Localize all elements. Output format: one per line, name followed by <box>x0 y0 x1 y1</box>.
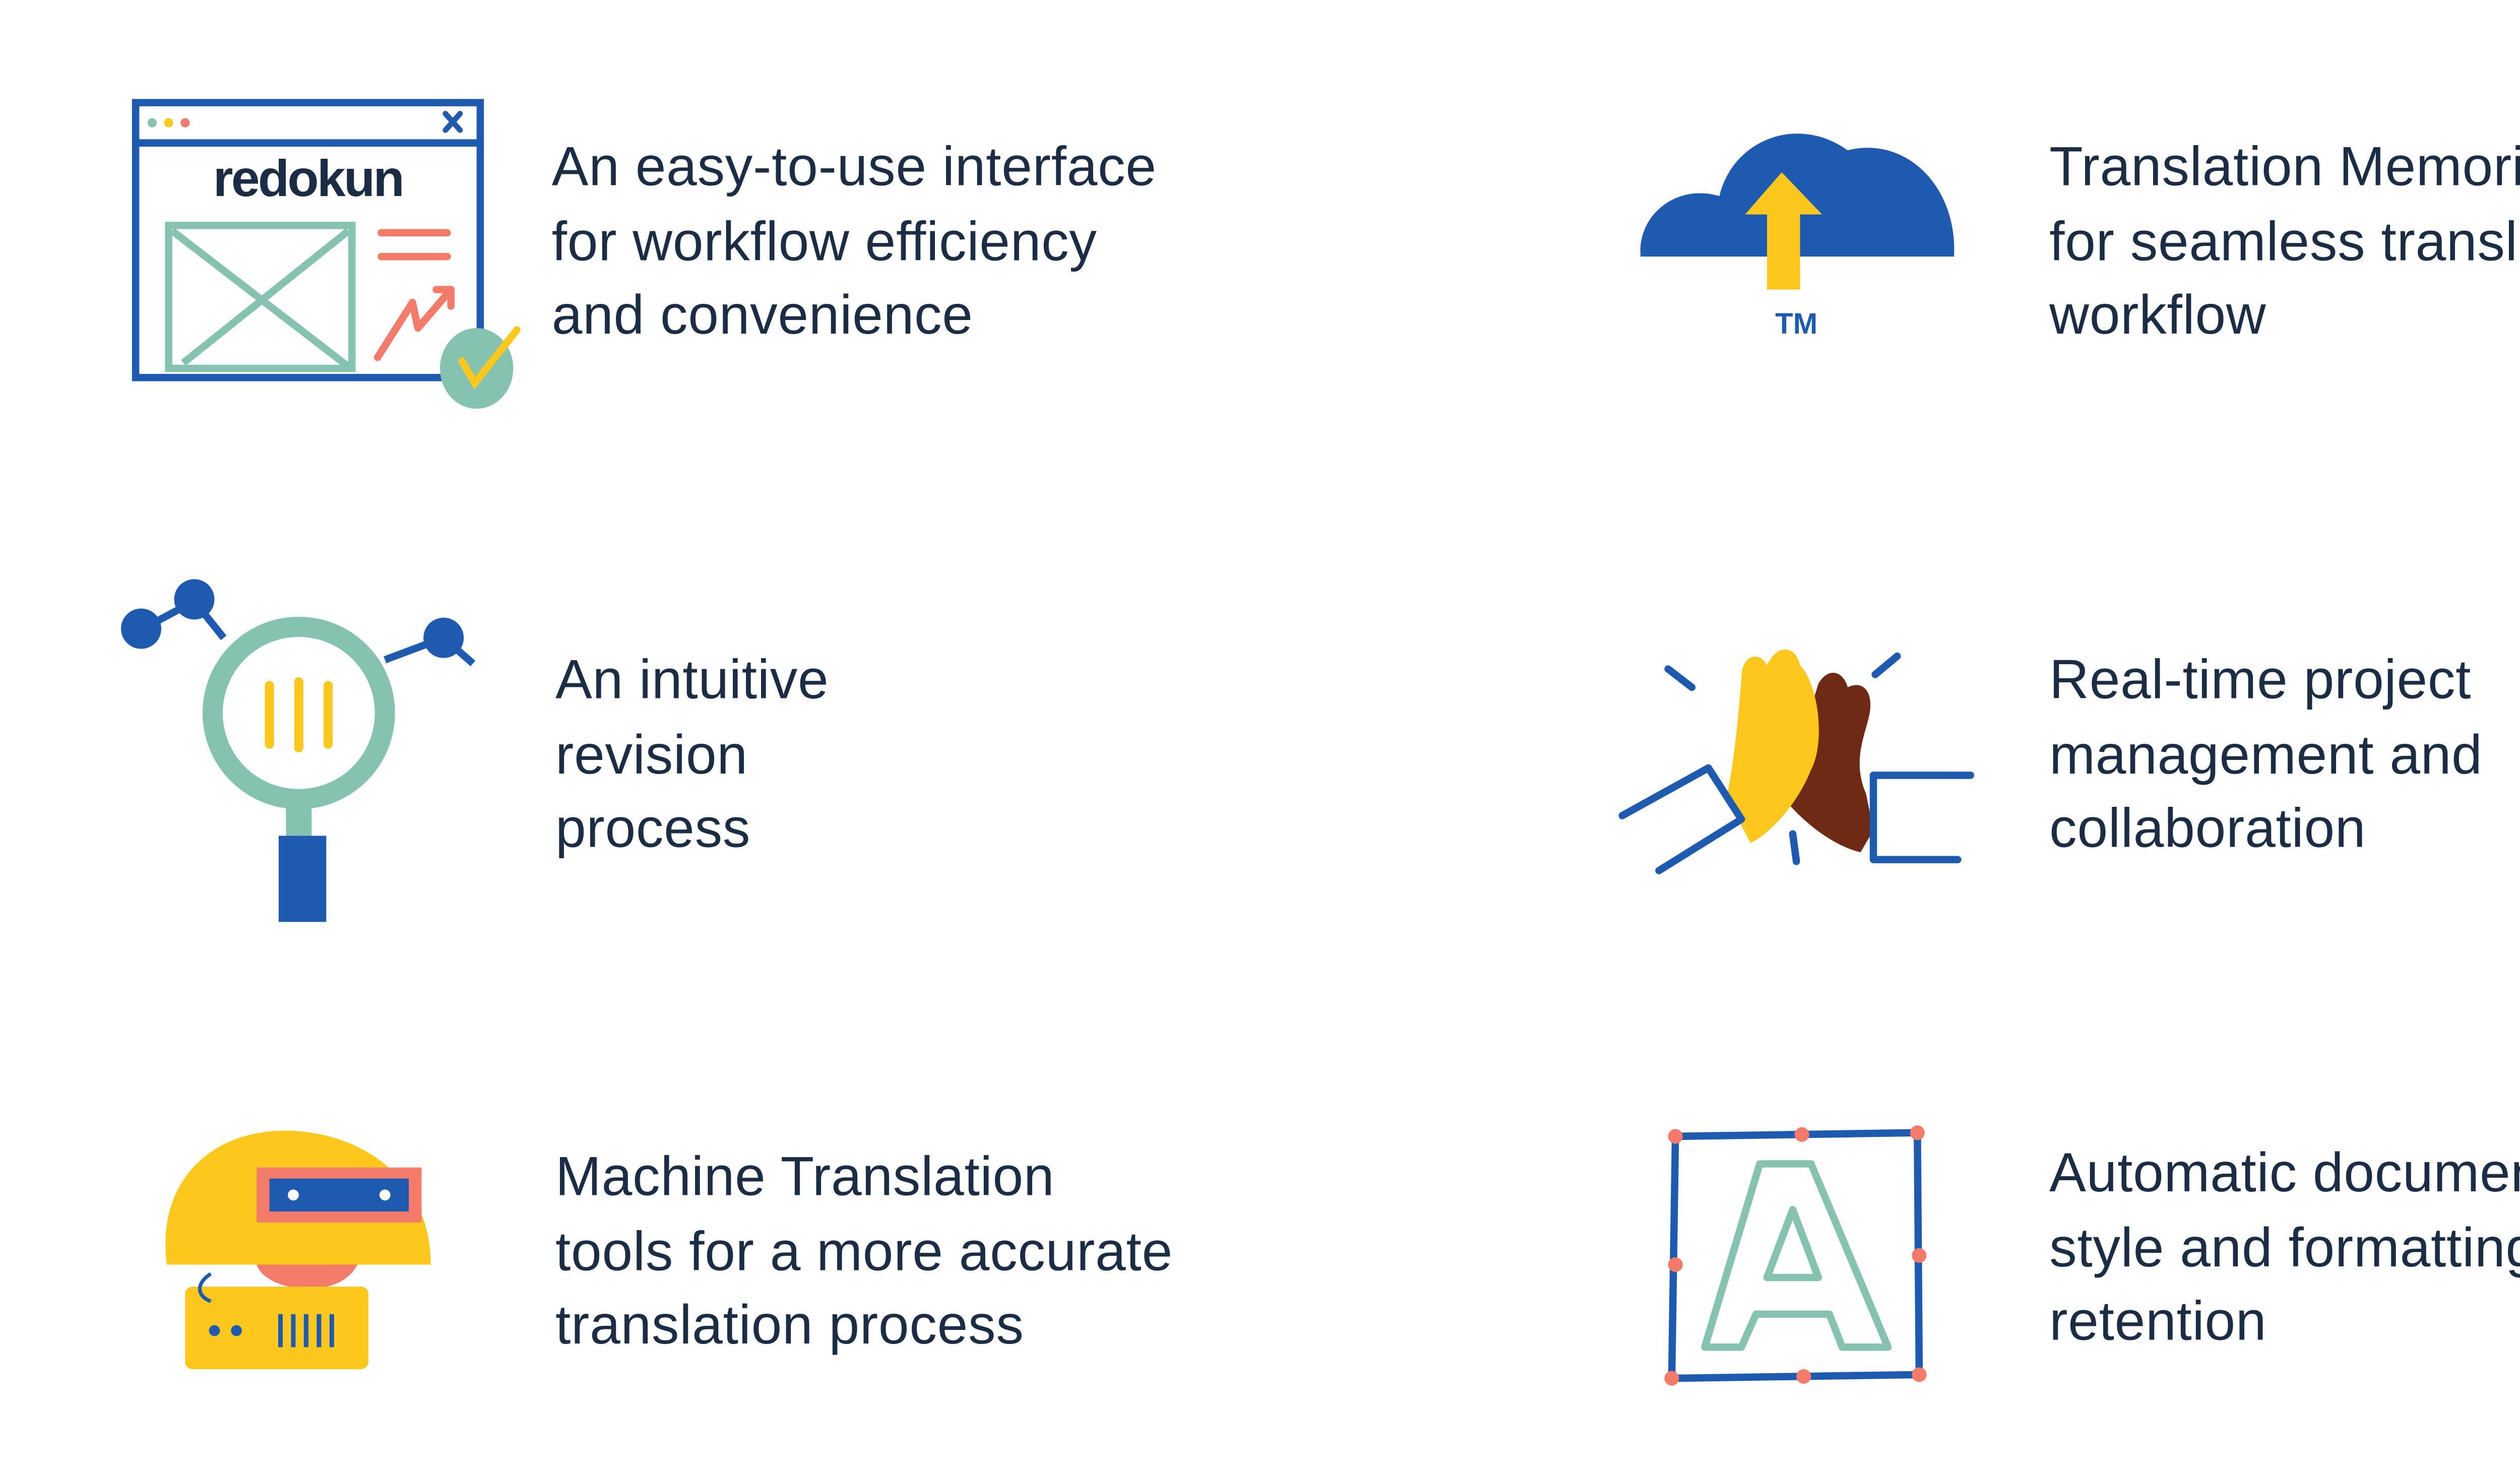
high-five-icon <box>1618 649 1975 874</box>
feature-line: retention <box>2049 1292 2267 1353</box>
feature-line: for workflow efficiency <box>551 212 1097 273</box>
feature-line: for seamless translation <box>2049 212 2520 273</box>
browser-window-icon: redokun <box>132 99 521 409</box>
magnifier-icon <box>121 579 476 922</box>
feature-line: Real-time project <box>2049 651 2472 712</box>
feature-line: workflow <box>2049 286 2266 347</box>
feature-line: management and <box>2049 725 2483 786</box>
feature-line: Machine Translation <box>555 1147 1055 1208</box>
feature-line: Translation Memories <box>2049 137 2520 198</box>
feature-line: translation process <box>555 1296 1024 1357</box>
feature-line: style and formatting <box>2049 1218 2520 1279</box>
feature-line: revision <box>555 725 748 786</box>
feature-text: Translation Memories for seamless transl… <box>2049 132 2520 355</box>
feature-line: Automatic document <box>2049 1143 2520 1204</box>
logo-text: redokun <box>213 150 403 207</box>
feature-text: An easy-to-use interface for workflow ef… <box>552 132 1157 355</box>
feature-line: collaboration <box>2049 799 2366 860</box>
feature-line: tools for a more accurate <box>555 1222 1173 1283</box>
tm-label: TM <box>1775 307 1817 340</box>
letter-a-frame-icon <box>1664 1125 1927 1386</box>
feature-text: Real-time project management and collabo… <box>2049 645 2482 868</box>
feature-line: An intuitive <box>555 651 829 712</box>
feature-text: Machine Translation tools for a more acc… <box>555 1142 1173 1365</box>
feature-line: and convenience <box>551 286 973 347</box>
feature-line: An easy-to-use interface <box>551 137 1157 198</box>
feature-line: process <box>555 799 751 860</box>
robot-icon <box>165 1130 431 1369</box>
cloud-upload-tm-icon: TM <box>1640 134 1955 340</box>
feature-text: An intuitive revision process <box>555 645 829 868</box>
feature-text: Automatic document style and formatting … <box>2049 1138 2520 1361</box>
